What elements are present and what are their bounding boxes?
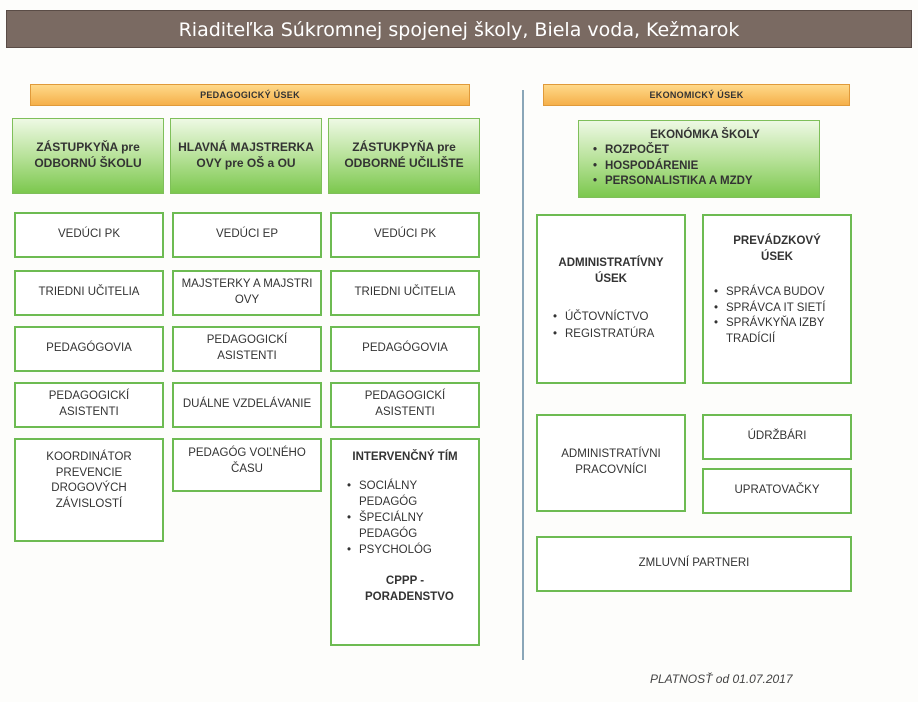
col2-item-dualne-vzdelavanie: DUÁLNE VZDELÁVANIE [172,382,322,428]
intervencny-tim-list: SOCIÁLNY PEDAGÓG ŠPECIÁLNY PEDAGÓG PSYCH… [345,478,465,559]
head-hlavna-majsterka: HLAVNÁ MAJSTRERKA OVY pre OŠ a OU [170,118,322,194]
ekonomicky-usek-label: EKONOMICKÝ ÚSEK [543,84,850,106]
prevadz-item: SPRÁVCA BUDOV [712,285,842,301]
platnost-date: PLATNOSŤ od 01.07.2017 [650,672,793,686]
admin-item: REGISTRATÚRA [551,326,671,343]
col3-item-pedagogicki-asistenti: PEDAGOGICKÍ ASISTENTI [330,382,480,428]
col2-item-pedagog-volneho-casu: PEDAGÓG VOĽNÉHO ČASU [172,438,322,492]
head-zastupkyna-os: ZÁSTUPKYŇA pre ODBORNÚ ŠKOLU [12,118,164,194]
administrativny-usek-box: ADMINISTRATÍVNY ÚSEK ÚČTOVNÍCTVO REGISTR… [536,214,686,384]
admin-item: ÚČTOVNÍCTVO [551,309,671,326]
col2-item-pedagogicki-asistenti: PEDAGOGICKÍ ASISTENTI [172,326,322,372]
col2-item-majsterky: MAJSTERKY A MAJSTRI OVY [172,270,322,316]
page-title: Riaditeľka Súkromnej spojenej školy, Bie… [6,10,912,48]
col1-item-triedni-ucitelia: TRIEDNI UČITELIA [14,270,164,316]
intervencny-tim-item: ŠPECIÁLNY PEDAGÓG [345,510,465,542]
cppp-poradenstvo: CPPP - PORADENSTVO [365,574,454,603]
intervencny-tim-box: INTERVENČNÝ TÍM SOCIÁLNY PEDAGÓG ŠPECIÁL… [330,438,480,646]
prevadz-item: SPRÁVCA IT SIETÍ [712,301,842,317]
prevadzkovy-usek-title: PREVÁDZKOVÝ ÚSEK [733,235,821,263]
col3-item-pedagogovia: PEDAGÓGOVIA [330,326,480,372]
zmluvni-partneri-box: ZMLUVNÍ PARTNERI [536,536,852,592]
pedagogicky-usek-label: PEDAGOGICKÝ ÚSEK [30,84,470,106]
administrativni-pracovnici-box: ADMINISTRATÍVNI PRACOVNÍCI [536,414,686,512]
col3-item-triedni-ucitelia: TRIEDNI UČITELIA [330,270,480,316]
intervencny-tim-item: SOCIÁLNY PEDAGÓG [345,478,465,510]
col1-item-pedagogovia: PEDAGÓGOVIA [14,326,164,372]
udrzbari-box: ÚDRŽBÁRI [702,414,852,460]
prevadzkovy-usek-list: SPRÁVCA BUDOV SPRÁVCA IT SIETÍ SPRÁVKYŇA… [712,285,842,347]
administrativny-usek-title: ADMINISTRATÍVNY ÚSEK [558,257,664,285]
prevadzkovy-usek-box: PREVÁDZKOVÝ ÚSEK SPRÁVCA BUDOV SPRÁVCA I… [702,214,852,384]
col1-item-koordinator: KOORDINÁTOR PREVENCIE DROGOVÝCH ZÁVISLOS… [14,438,164,542]
intervencny-tim-title: INTERVENČNÝ TÍM [352,451,458,463]
intervencny-tim-item: PSYCHOLÓG [345,542,465,558]
prevadz-item: SPRÁVKYŇA IZBY TRADÍCIÍ [712,316,842,347]
col1-item-pedagogicki-asistenti: PEDAGOGICKÍ ASISTENTI [14,382,164,428]
head-zastupkyna-ou: ZÁSTUKPYŇA pre ODBORNÉ UČILIŠTE [328,118,480,194]
col2-item-veduci-ep: VEDÚCI EP [172,212,322,258]
upratovacky-box: UPRATOVAČKY [702,468,852,514]
ekonomka-skoly-head: EKONÓMKA ŠKOLY ROZPOČET HOSPODÁRENIE PER… [578,120,820,198]
ekonomka-item: HOSPODÁRENIE [591,159,753,175]
ekonomka-skoly-title: EKONÓMKA ŠKOLY [650,129,760,142]
ekonomka-item: PERSONALISTIKA A MZDY [591,174,753,190]
section-divider [522,90,524,660]
ekonomka-item: ROZPOČET [591,143,753,159]
administrativny-usek-list: ÚČTOVNÍCTVO REGISTRATÚRA [551,309,671,342]
col1-item-veduci-pk: VEDÚCI PK [14,212,164,258]
col3-item-veduci-pk: VEDÚCI PK [330,212,480,258]
ekonomka-skoly-list: ROZPOČET HOSPODÁRENIE PERSONALISTIKA A M… [591,143,753,190]
